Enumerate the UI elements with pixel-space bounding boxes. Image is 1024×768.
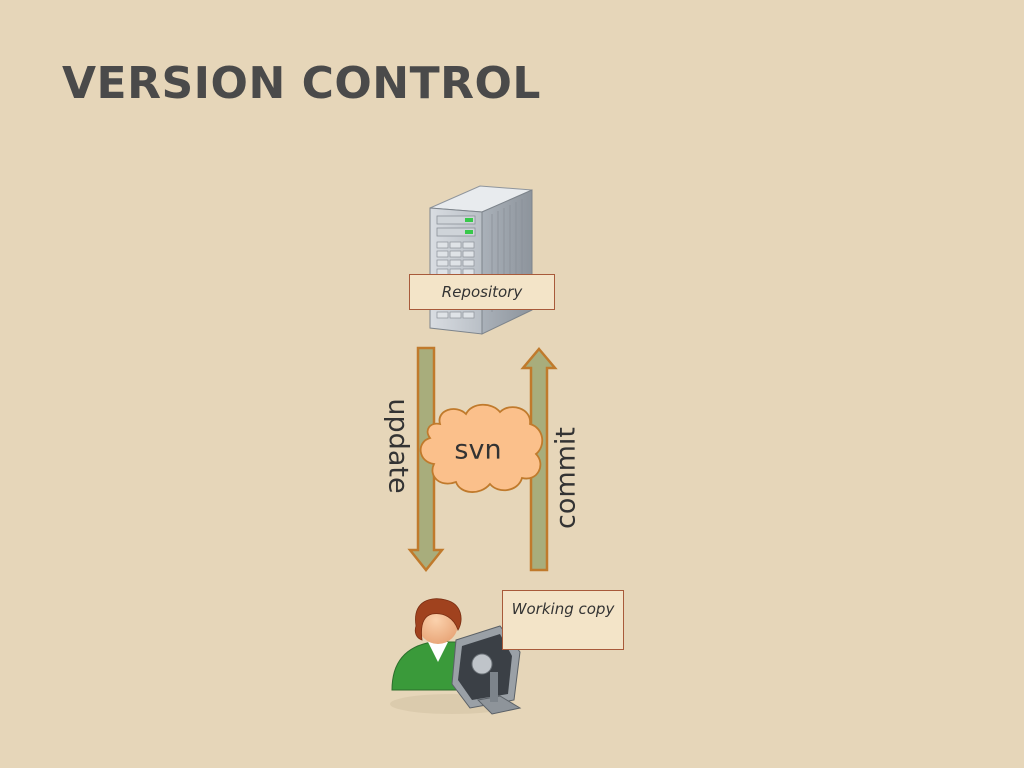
working-copy-label: Working copy (502, 590, 624, 650)
repository-label: Repository (409, 274, 555, 310)
user-computer-icon (390, 598, 522, 715)
svn-label: svn (454, 434, 502, 466)
svn-cloud (419, 403, 544, 493)
slide-title: VERSION CONTROL (62, 58, 541, 109)
update-label: update (382, 398, 414, 494)
commit-label: commit (550, 426, 582, 530)
server-icon (429, 185, 533, 335)
